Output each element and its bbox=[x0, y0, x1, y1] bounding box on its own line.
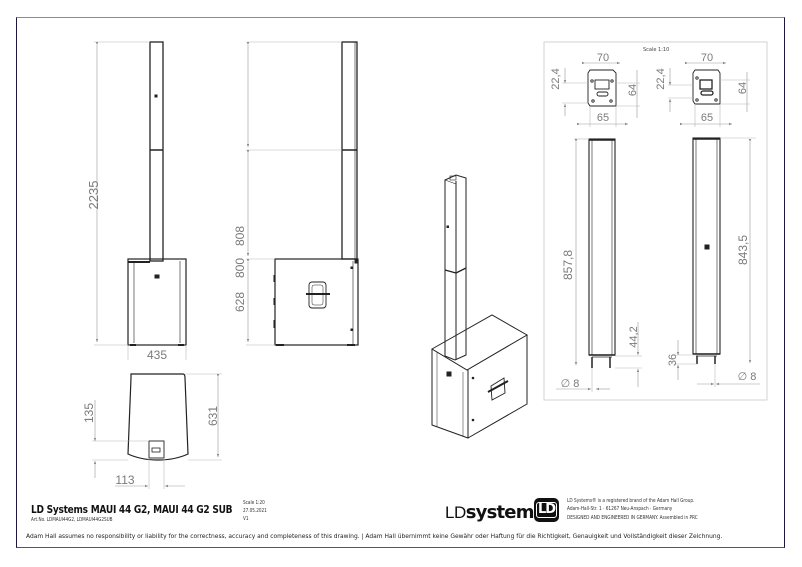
brand-line-2: Adam-Hall-Str. 1 · 61267 Neu-Anspach · G… bbox=[567, 506, 673, 513]
disclaimer: Adam Hall assumes no responsibility or l… bbox=[26, 532, 723, 540]
brand-prefix: LD bbox=[445, 503, 466, 522]
brand-line-3: DESIGNED AND ENGINEERED IN GERMANY. Asse… bbox=[567, 514, 698, 521]
side-view bbox=[273, 41, 359, 346]
top-view bbox=[127, 373, 189, 461]
dim-detail-b-base: 65 bbox=[701, 112, 713, 124]
drawing-frame bbox=[16, 17, 785, 548]
brand-line-1: LD Systems® is a registered brand of the… bbox=[567, 498, 695, 504]
drawing-scale: Scale 1:20 bbox=[243, 500, 265, 506]
drawing-title: LD Systems MAUI 44 G2, MAUI 44 G2 SUB bbox=[31, 504, 233, 516]
brand-info: LD Systems® is a registered brand of the… bbox=[567, 497, 698, 522]
dim-front-width: 435 bbox=[147, 348, 167, 362]
column-a-dimensions bbox=[556, 138, 642, 392]
dim-detail-b-width: 70 bbox=[701, 52, 713, 64]
dim-detail-a-inner: 64 bbox=[627, 84, 639, 96]
detail-b-dimensions bbox=[668, 61, 750, 127]
dim-top-offset: 135 bbox=[82, 403, 96, 423]
drawing-version: V1 bbox=[243, 516, 249, 522]
detail-panel-border bbox=[543, 41, 768, 401]
front-view-dimensions bbox=[94, 41, 187, 360]
top-view-dimensions bbox=[92, 373, 222, 489]
detail-b-topview bbox=[692, 69, 721, 105]
side-view-dimensions bbox=[246, 41, 342, 346]
dim-detail-b-height: 22,4 bbox=[655, 68, 667, 89]
dim-top-connector: 113 bbox=[115, 473, 134, 487]
dim-detail-b-inner: 64 bbox=[737, 82, 749, 94]
article-number: Art.No. LDMAUI44G2, LDMAUI44G2SUB bbox=[31, 517, 113, 523]
dim-side-upper: 808 bbox=[233, 226, 247, 246]
dim-column-b-height: 843,5 bbox=[736, 235, 750, 265]
detail-scale-label: Scale 1:10 bbox=[643, 47, 669, 53]
dim-detail-a-base: 65 bbox=[597, 112, 609, 124]
dim-detail-a-width: 70 bbox=[597, 52, 609, 64]
dim-column-a-height: 857,8 bbox=[561, 250, 575, 280]
drawing-date: 27.05.2021 bbox=[243, 508, 267, 514]
dim-detail-a-height: 22,4 bbox=[550, 68, 562, 89]
dim-side-lower: 628 bbox=[233, 292, 247, 312]
column-a bbox=[588, 138, 616, 368]
ld-logo-icon: LD bbox=[534, 498, 559, 522]
dim-top-depth: 631 bbox=[206, 406, 220, 426]
dim-side-middle: 800 bbox=[233, 258, 247, 278]
drawing-meta: Scale 1:20 27.05.2021 V1 bbox=[243, 499, 267, 523]
front-view bbox=[127, 41, 187, 346]
dim-column-a-pin: 44,2 bbox=[628, 326, 640, 347]
isometric-view bbox=[431, 174, 528, 439]
dim-column-b-diameter: ∅ 8 bbox=[738, 371, 757, 383]
dim-front-height: 2235 bbox=[86, 181, 101, 210]
detail-a-topview bbox=[587, 69, 617, 107]
detail-a-dimensions bbox=[562, 61, 640, 127]
dim-column-b-pin: 36 bbox=[667, 354, 679, 366]
brand-suffix: systems bbox=[465, 502, 545, 523]
column-b-dimensions bbox=[674, 137, 760, 387]
column-b bbox=[692, 137, 721, 364]
dim-column-a-diameter: ∅ 8 bbox=[561, 378, 580, 390]
